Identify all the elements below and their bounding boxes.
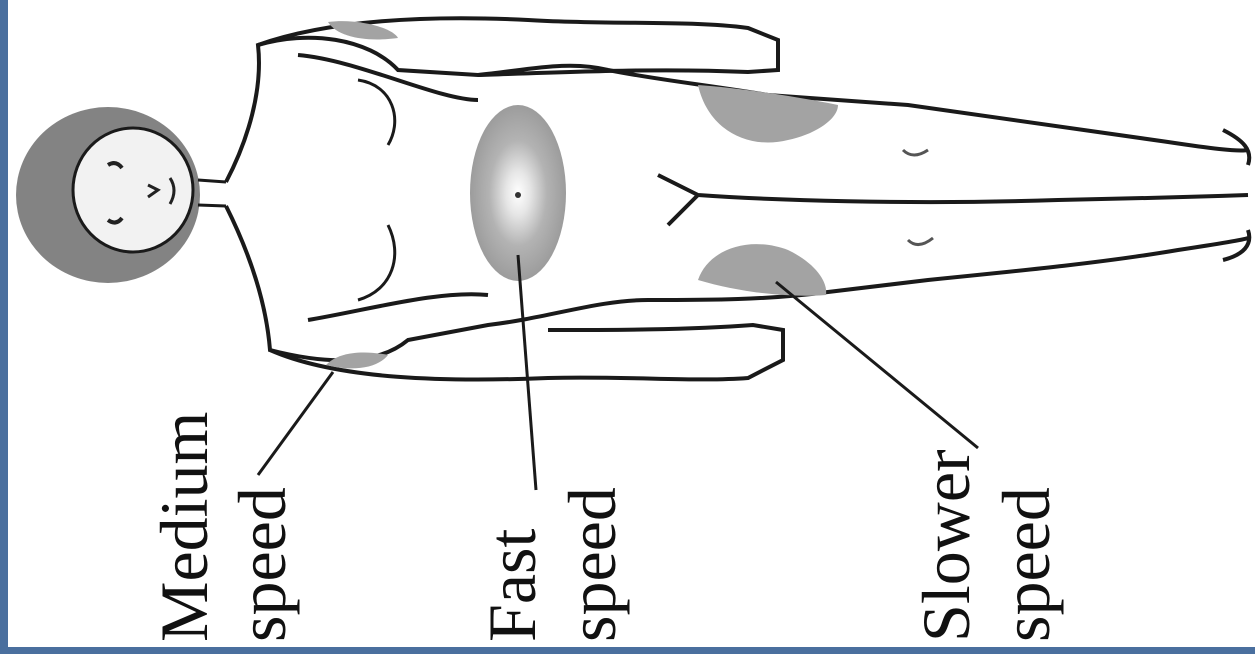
fast-speed-label-line2: speed [558, 487, 626, 642]
upper-arm-zone-right [326, 352, 388, 368]
fast-speed-label-line1: Fast [478, 529, 546, 642]
thigh-zone-right [698, 244, 826, 296]
thigh-zone-left [698, 85, 838, 143]
fast-pointer-line [518, 255, 536, 490]
medium-speed-label-line1: Medium [150, 412, 218, 642]
medium-pointer-line [258, 372, 333, 475]
slower-pointer-line [776, 282, 978, 448]
left-frame-bar [0, 0, 8, 654]
upper-arm-zone-left [328, 21, 398, 39]
head [16, 107, 226, 283]
medium-speed-label-line2: speed [228, 487, 296, 642]
slower-speed-label-line1: Slower [912, 449, 980, 642]
bottom-frame-bar [0, 647, 1255, 654]
slower-speed-label-line2: speed [992, 487, 1060, 642]
